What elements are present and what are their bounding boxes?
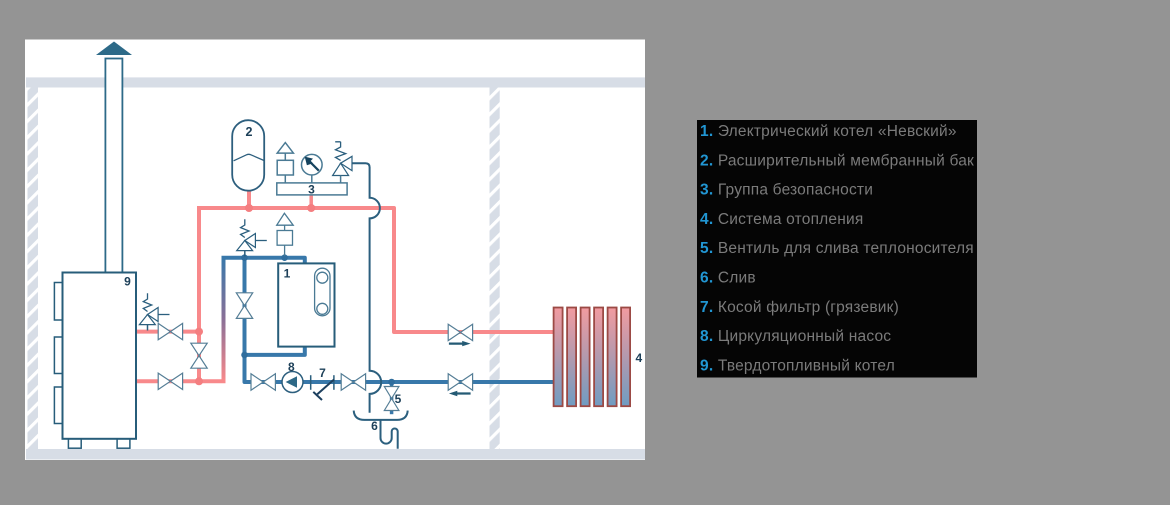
svg-text:4. Система отопления: 4. Система отопления — [700, 211, 863, 228]
svg-text:6: 6 — [371, 419, 378, 433]
svg-text:5. Вентиль для слива теплоноси: 5. Вентиль для слива теплоносителя — [700, 240, 974, 257]
svg-text:9: 9 — [124, 275, 131, 289]
svg-text:2: 2 — [246, 125, 253, 139]
svg-text:5: 5 — [395, 392, 402, 406]
svg-text:8: 8 — [288, 360, 295, 374]
svg-text:3. Группа безопасности: 3. Группа безопасности — [700, 182, 873, 199]
svg-text:6. Слив: 6. Слив — [700, 270, 756, 287]
svg-text:9. Твердотопливный котел: 9. Твердотопливный котел — [700, 357, 895, 374]
svg-text:7: 7 — [319, 366, 326, 380]
svg-text:7. Косой фильтр (грязевик): 7. Косой фильтр (грязевик) — [700, 299, 899, 316]
svg-text:4: 4 — [635, 351, 642, 365]
svg-text:8. Циркуляционный насос: 8. Циркуляционный насос — [700, 328, 891, 345]
svg-text:1. Электрический котел «Невски: 1. Электрический котел «Невский» — [700, 123, 957, 140]
svg-text:1: 1 — [284, 267, 291, 281]
svg-text:3: 3 — [308, 183, 315, 197]
svg-text:2. Расширительный мембранный б: 2. Расширительный мембранный бак — [700, 152, 974, 169]
